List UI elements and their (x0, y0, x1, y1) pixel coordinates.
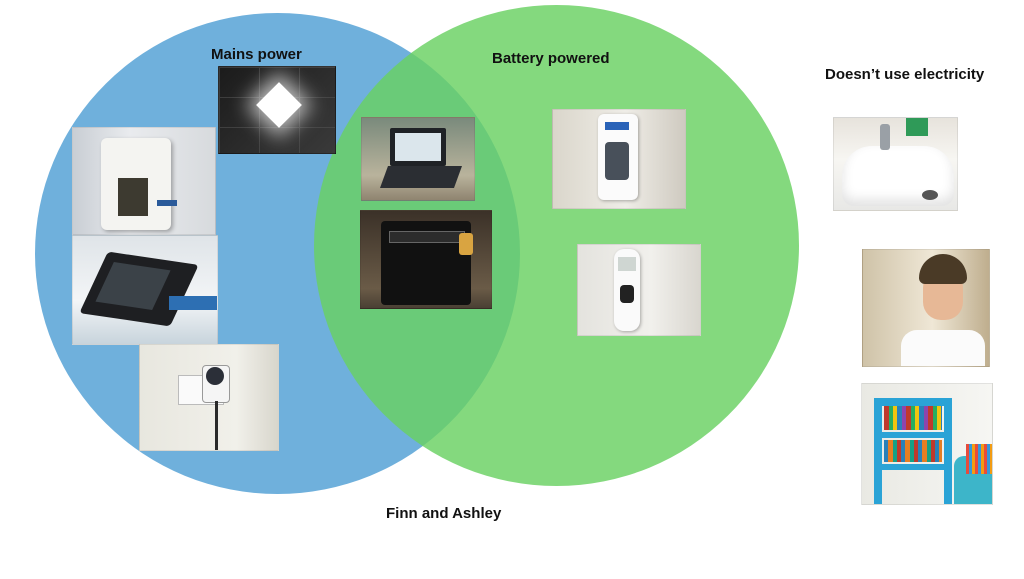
ceiling-light-photo (218, 66, 336, 154)
battery-powered-label: Battery powered (492, 50, 610, 67)
authors-caption: Finn and Ashley (386, 505, 502, 522)
bookshelf-photo (861, 383, 993, 505)
boy-photo (862, 249, 990, 367)
hand-dryer-photo (72, 127, 216, 235)
no-electricity-label: Doesn’t use electricity (825, 66, 985, 83)
timer-socket-photo (139, 344, 279, 451)
tablet-photo (72, 235, 218, 345)
mains-power-label: Mains power (211, 46, 302, 63)
bookshelf-icon (874, 398, 952, 504)
cordless-phone-photo (577, 244, 701, 336)
sanitiser-dispenser-photo (552, 109, 686, 209)
laptop-photo (361, 117, 475, 201)
speaker-photo (360, 210, 492, 309)
sink-photo (833, 117, 958, 211)
